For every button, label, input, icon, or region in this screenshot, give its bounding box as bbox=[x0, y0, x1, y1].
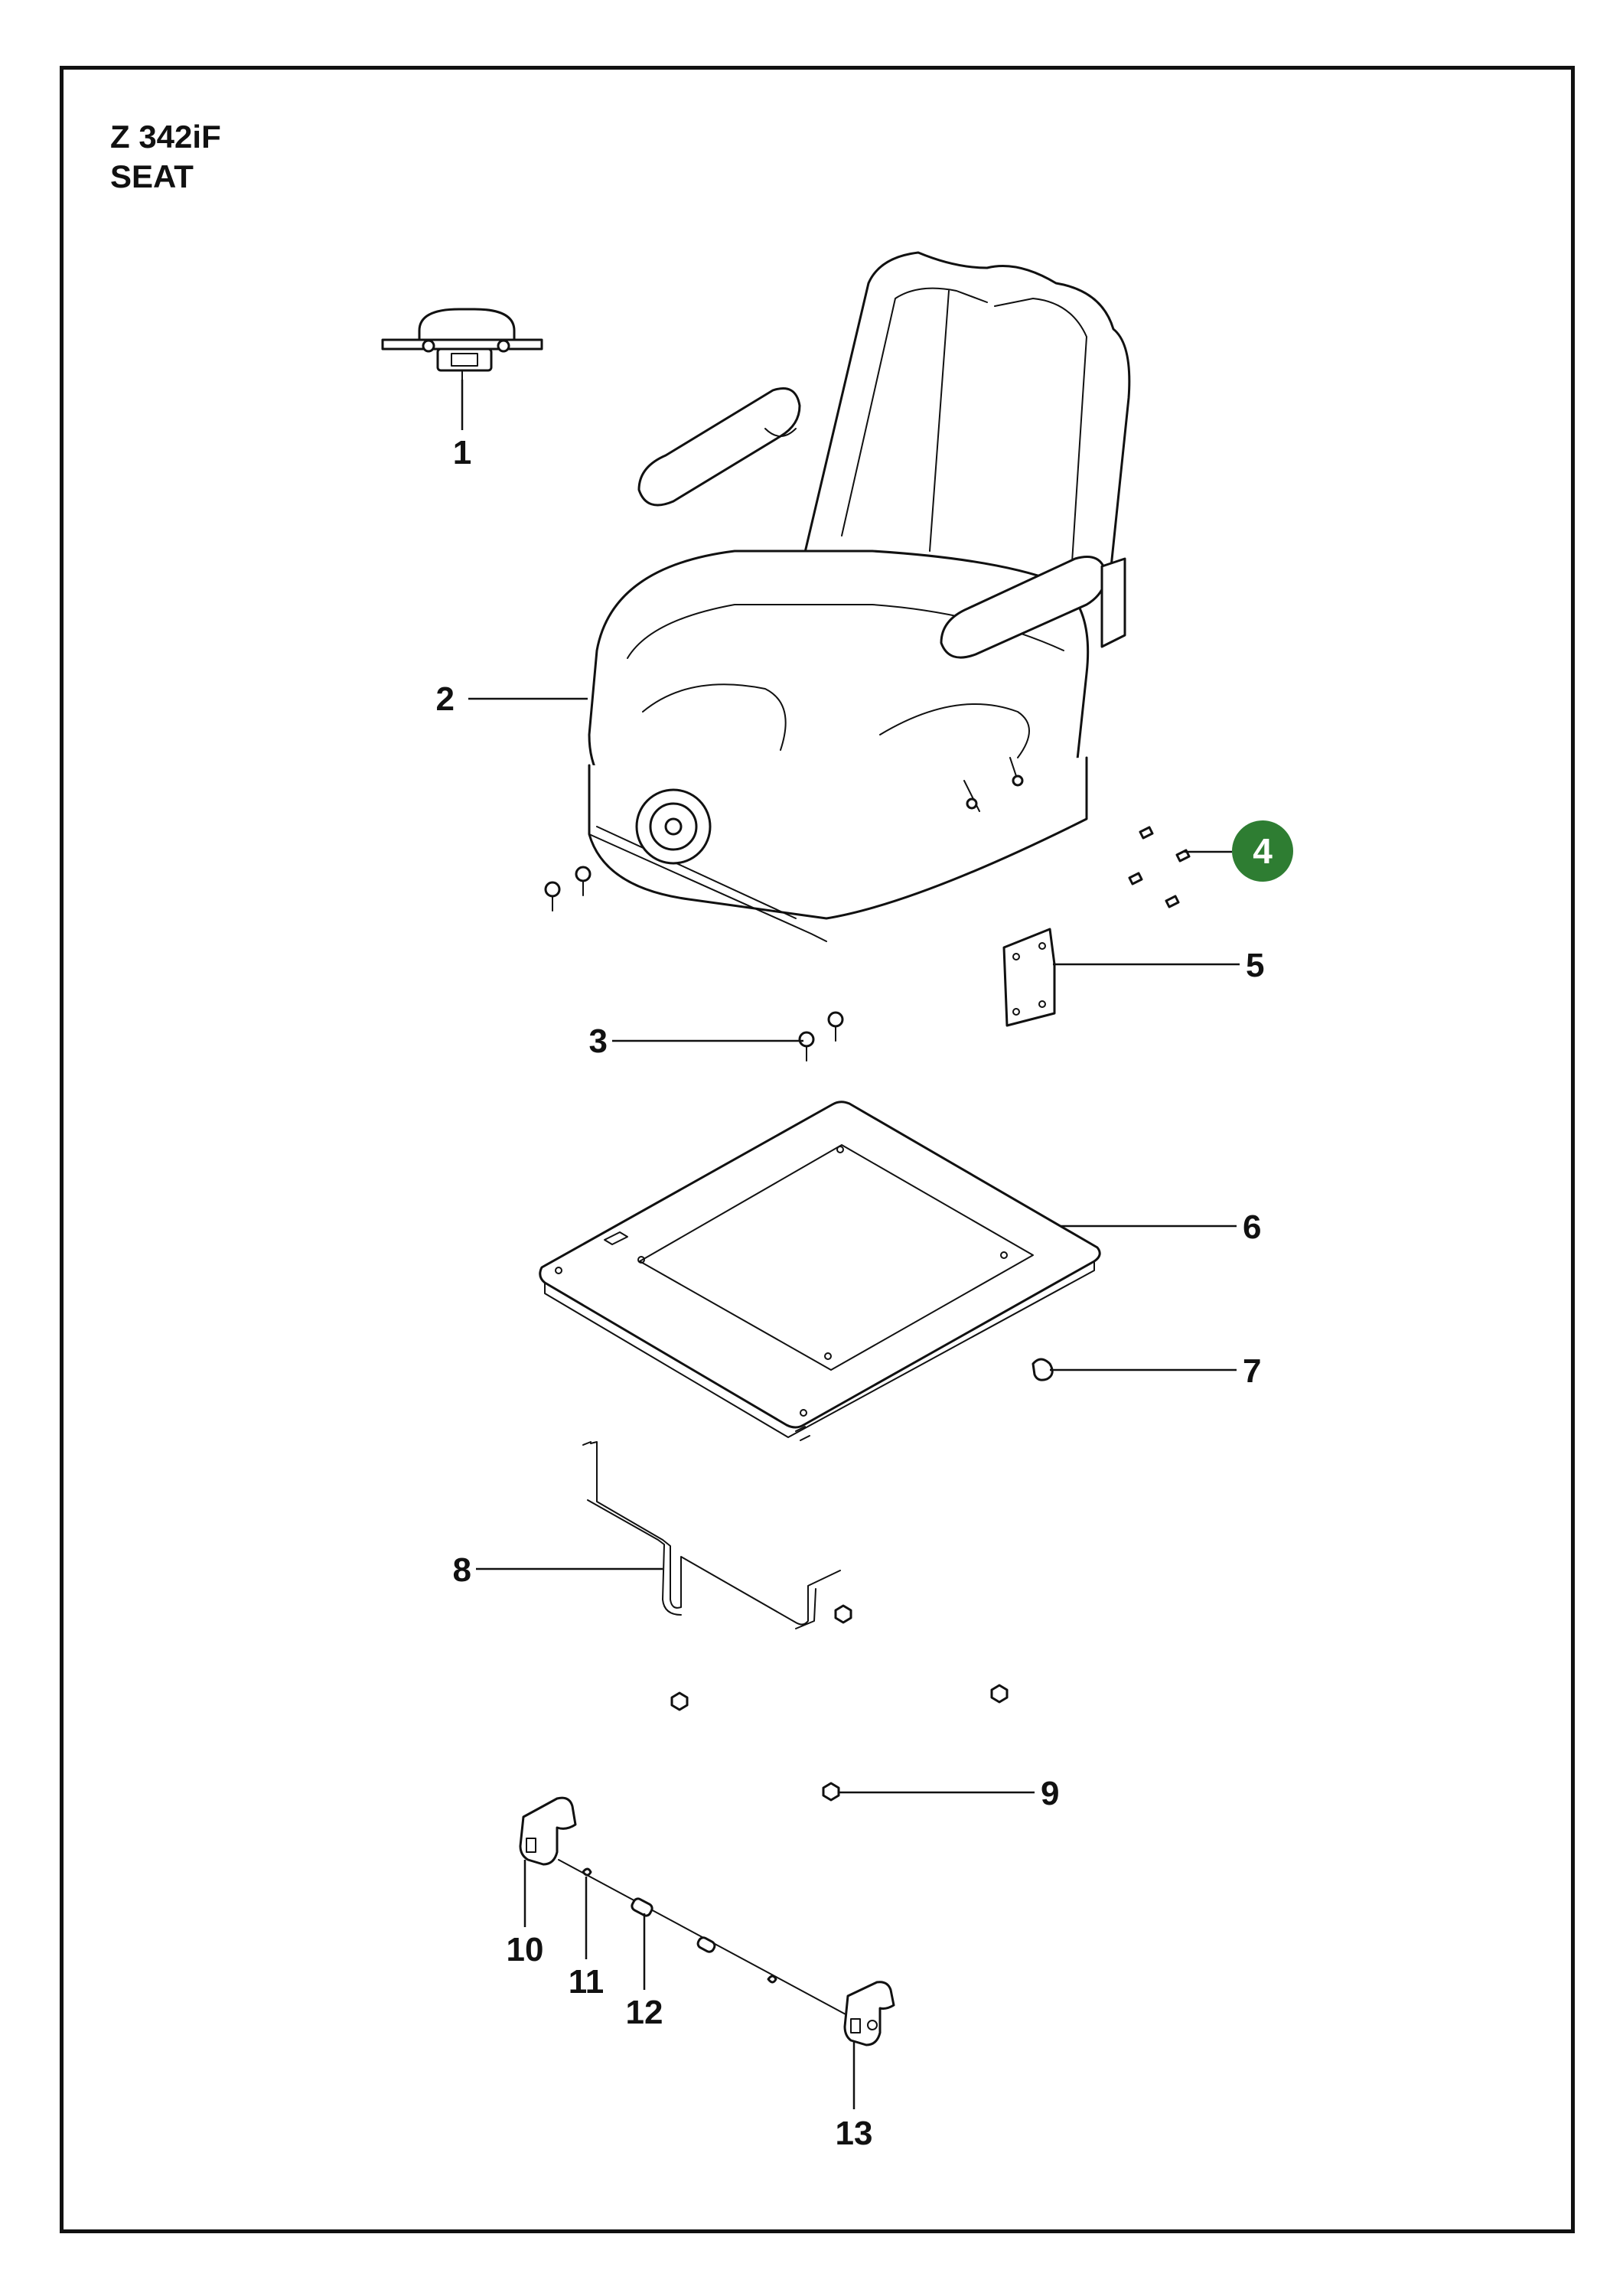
callout-labels: 1 2 3 4 5 6 7 8 9 10 11 12 13 bbox=[436, 434, 1293, 2152]
callout-13: 13 bbox=[836, 2115, 873, 2152]
part-6-seat-pan bbox=[539, 1101, 1101, 1441]
callout-7: 7 bbox=[1243, 1352, 1261, 1390]
part-1-seat-switch bbox=[381, 308, 543, 380]
callout-8: 8 bbox=[453, 1551, 471, 1589]
callout-12: 12 bbox=[626, 1994, 663, 2031]
part-12-bushing bbox=[631, 1897, 777, 1984]
callout-3: 3 bbox=[589, 1022, 608, 1060]
callout-5: 5 bbox=[1246, 947, 1264, 984]
highlight-badge bbox=[1232, 820, 1293, 882]
part-3-bolts bbox=[544, 866, 844, 1062]
part-4-screws bbox=[1128, 826, 1191, 908]
diagram-frame bbox=[60, 66, 1575, 2233]
callout-1: 1 bbox=[453, 434, 471, 471]
part-2-seat-assembly bbox=[588, 251, 1131, 942]
part-8-rod bbox=[582, 1441, 852, 1629]
part-11-ring bbox=[582, 1867, 592, 1877]
callout-11: 11 bbox=[569, 1963, 605, 2001]
part-9-nuts bbox=[670, 1684, 1009, 1802]
callout-2: 2 bbox=[436, 680, 455, 718]
callout-4: 4 bbox=[1253, 831, 1273, 871]
model-title: Z 342iF bbox=[110, 119, 221, 155]
callout-10: 10 bbox=[507, 1931, 544, 1968]
callout-6: 6 bbox=[1243, 1208, 1261, 1246]
part-5-plate bbox=[1002, 928, 1056, 1027]
part-13-latch-right bbox=[843, 1981, 895, 2047]
part-7-clip bbox=[1031, 1358, 1054, 1381]
callout-9: 9 bbox=[1041, 1775, 1059, 1812]
leader-lines bbox=[461, 380, 1240, 2109]
part-10-latch-left bbox=[519, 1796, 577, 1866]
assembly-title: SEAT bbox=[110, 158, 194, 194]
